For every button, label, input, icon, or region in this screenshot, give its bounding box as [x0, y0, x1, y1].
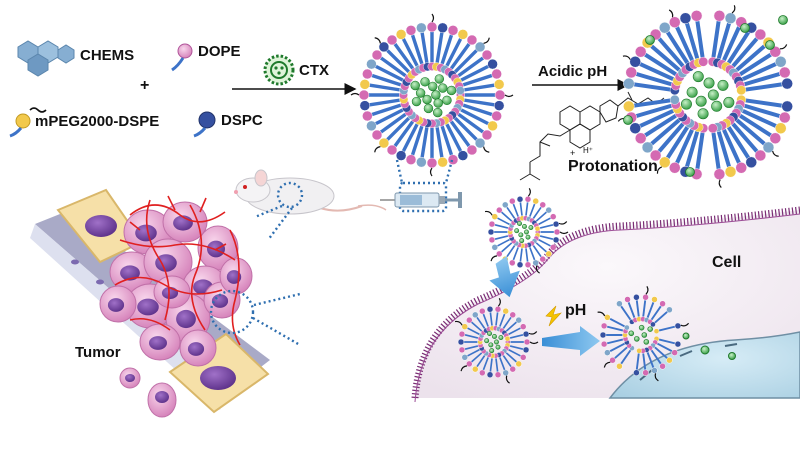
cell-label: Cell	[712, 254, 742, 271]
chems-icon	[17, 40, 75, 77]
circulating-tumor-cells	[119, 367, 177, 418]
dope-label: DOPE	[198, 43, 241, 60]
chems-label: CHEMS	[80, 47, 135, 64]
ctx-label: CTX	[299, 62, 329, 79]
dope-icon	[171, 43, 193, 72]
mpeg-dspe-label: mPEG2000-DSPE	[35, 113, 160, 130]
ctx-icon	[263, 54, 295, 86]
protonation-label: Protonation	[568, 158, 658, 175]
mouse-icon	[234, 169, 387, 215]
mpeg-dspe-icon	[9, 107, 47, 138]
tumor-blood-vessels	[114, 195, 241, 346]
released-drug	[682, 332, 736, 360]
zoom-lines-mouse	[254, 204, 293, 241]
proton-plus-sign: +	[570, 148, 576, 158]
acidic-ph-label: Acidic pH	[538, 63, 608, 80]
release-arrow	[542, 326, 600, 356]
endothelial-cell-left	[56, 188, 144, 264]
tumor-zoom-circle	[209, 289, 255, 335]
liposome-in-endosome	[454, 298, 539, 384]
chems-structure	[519, 91, 665, 181]
syringe-icon	[380, 192, 462, 208]
zoom-lines-tumor	[252, 292, 301, 347]
dspc-label: DSPC	[221, 112, 263, 129]
protonated-liposome	[617, 5, 793, 188]
ph-label: pH	[565, 302, 587, 319]
cell-membrane-inner	[414, 213, 800, 403]
drug-loaded-liposome	[350, 13, 514, 177]
plus-label: +	[140, 77, 150, 94]
proton-label: H⁺	[583, 146, 593, 155]
dspc-icon	[193, 111, 216, 138]
uptake-arrow	[489, 255, 520, 298]
lightning-icon	[545, 305, 562, 327]
destabilized-liposome	[597, 286, 690, 382]
tumor-label: Tumor	[75, 344, 121, 361]
